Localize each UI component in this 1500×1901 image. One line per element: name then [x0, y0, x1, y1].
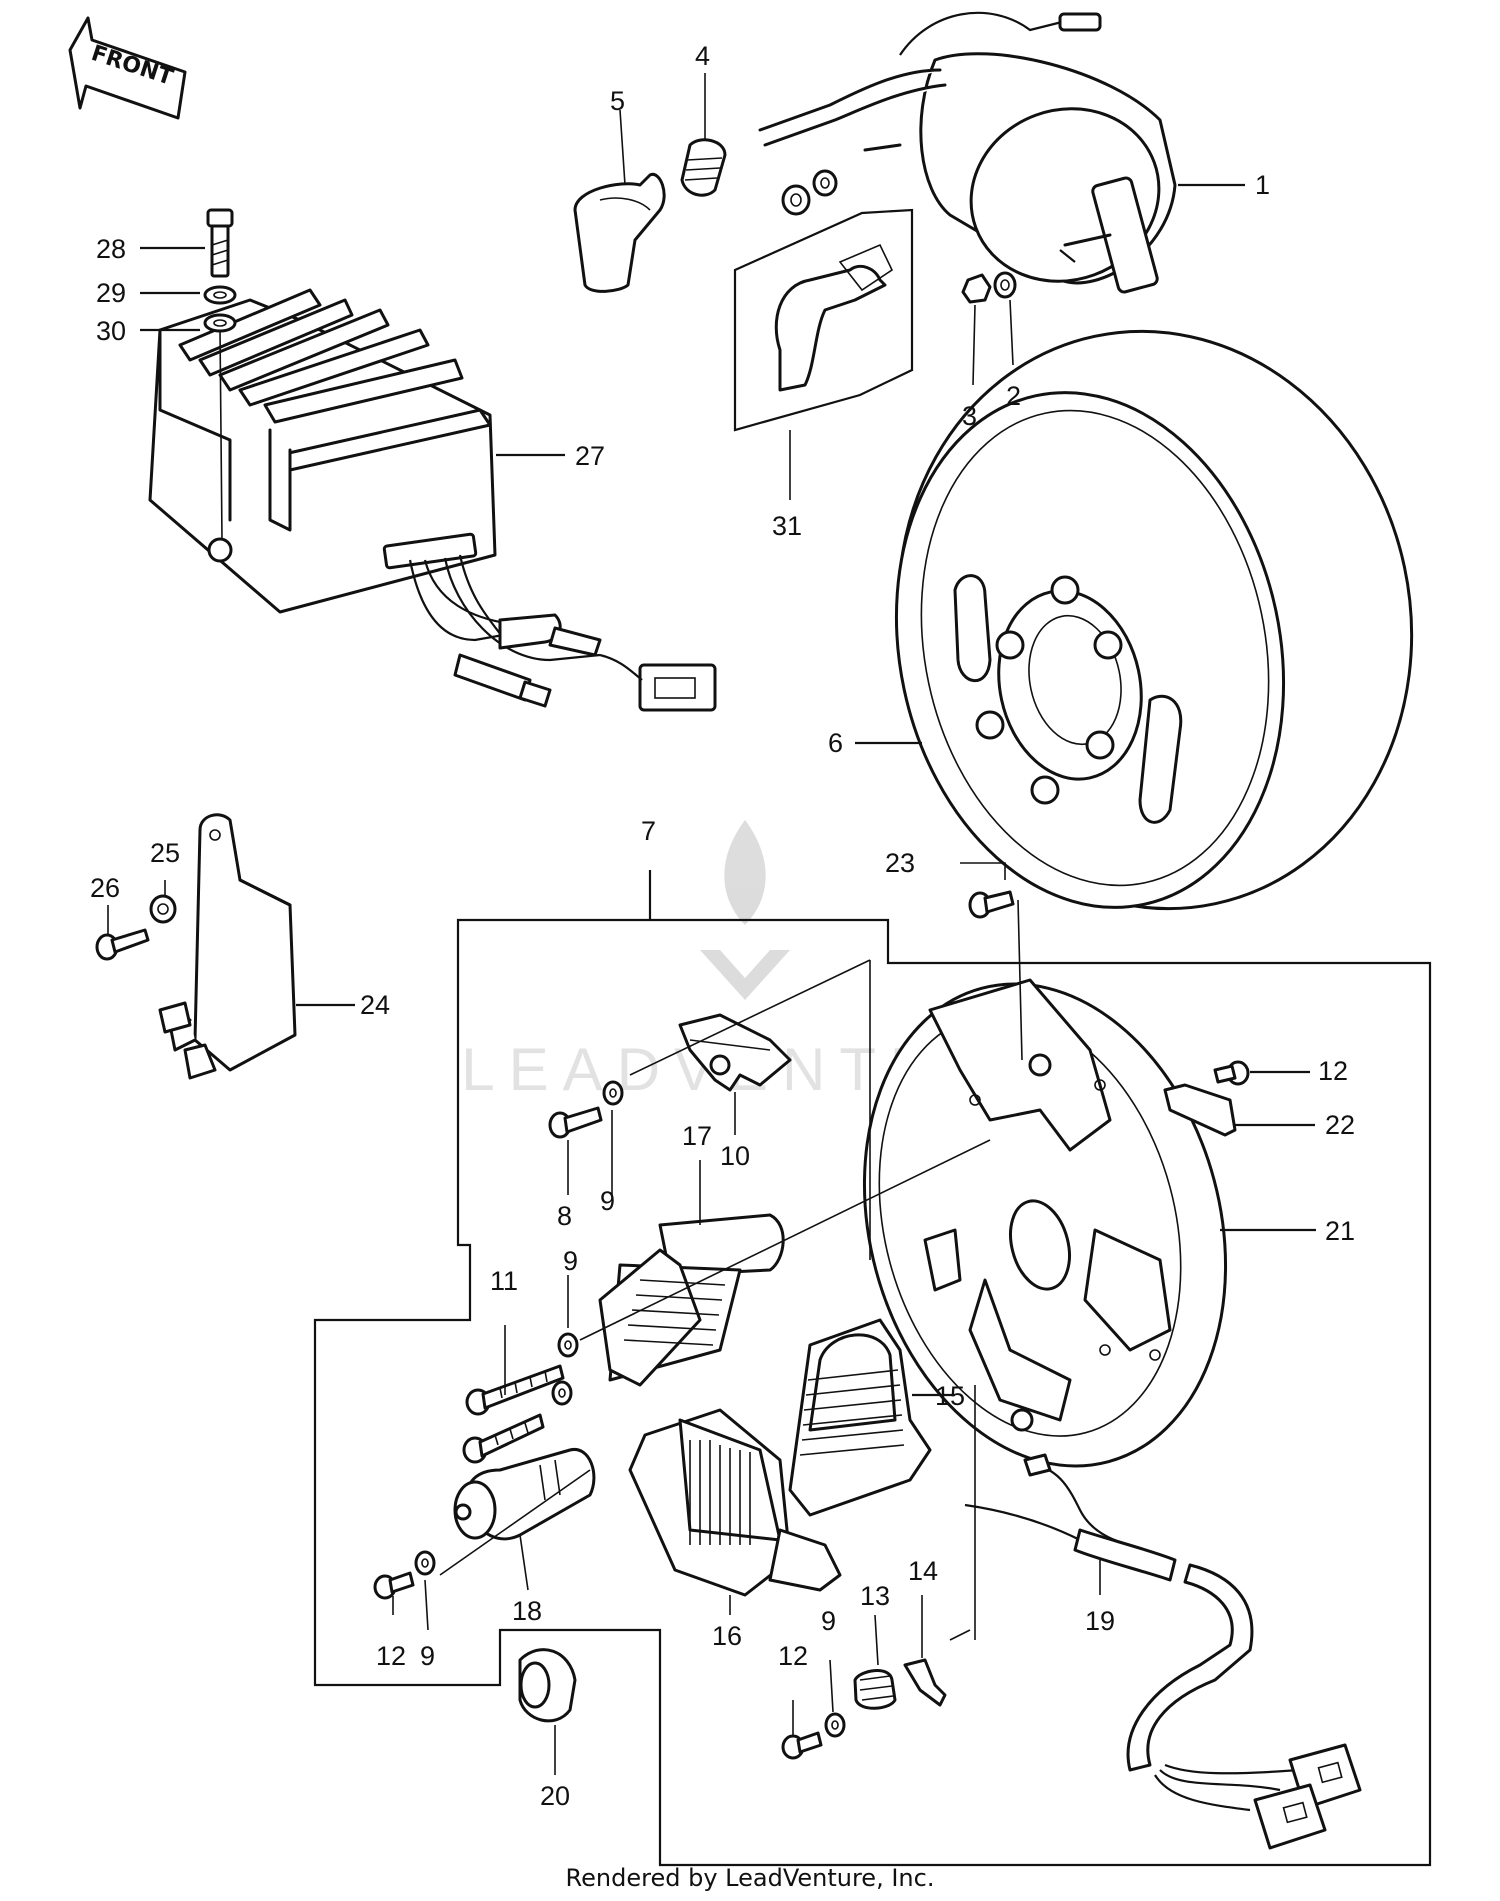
coil-15 [788, 1318, 955, 1517]
callout-4: 4 [695, 41, 710, 71]
washer-9-lower [824, 1659, 846, 1738]
callout-20: 20 [540, 1781, 570, 1811]
spark-plug-cap-5 [573, 109, 666, 293]
callout-16: 16 [712, 1621, 742, 1651]
callout-1: 1 [1255, 170, 1270, 200]
front-direction-arrow: FRONT [68, 16, 187, 120]
spring-4 [680, 73, 727, 197]
callout-19: 19 [1085, 1606, 1115, 1636]
callout-15: 15 [935, 1381, 965, 1411]
spark-plug-cap-assembly-31 [733, 208, 914, 500]
screw-12-upper [1213, 1060, 1310, 1086]
callout-6: 6 [828, 728, 843, 758]
callout-5: 5 [610, 86, 625, 116]
callout-23: 23 [885, 848, 915, 878]
stator-plate-21 [862, 978, 1316, 1468]
charging-coil-17 [579, 1139, 991, 1387]
callout-12b: 12 [376, 1641, 406, 1671]
nut-3 [961, 273, 992, 386]
callout-3: 3 [962, 401, 977, 431]
callout-22: 22 [1325, 1110, 1355, 1140]
washer-9-upper [602, 1080, 624, 1195]
grommet-20 [518, 1648, 577, 1775]
callout-13: 13 [860, 1581, 890, 1611]
screw-12-left [373, 1571, 415, 1615]
render-credit: Rendered by LeadVenture, Inc. [566, 1864, 935, 1892]
clamp-22 [1163, 1083, 1315, 1137]
pickup-coil-10 [629, 959, 871, 1260]
callout-2: 2 [1006, 381, 1021, 411]
callout-28: 28 [96, 234, 126, 264]
wire-harness-19 [964, 1453, 1362, 1850]
screw-8 [548, 1106, 603, 1195]
callout-11: 11 [490, 1266, 518, 1296]
regulator-rectifier-27 [148, 288, 717, 712]
callout-29: 29 [96, 278, 126, 308]
callout-21: 21 [1325, 1216, 1355, 1246]
bracket-14 [903, 1595, 971, 1707]
callout-30: 30 [96, 316, 126, 346]
bolt-28 [140, 208, 234, 278]
callout-8: 8 [557, 1201, 572, 1231]
washer-29 [140, 285, 237, 305]
screw-26 [95, 905, 150, 961]
callout-25: 25 [150, 838, 180, 868]
screw-11 [462, 1325, 565, 1464]
callout-18: 18 [512, 1596, 542, 1626]
washer-2 [993, 271, 1017, 366]
spring-13 [853, 1614, 897, 1710]
callout-9b: 9 [563, 1246, 578, 1276]
callout-12c: 12 [778, 1641, 808, 1671]
coil-16 [628, 1408, 842, 1615]
callout-9d: 9 [821, 1606, 836, 1636]
callout-24: 24 [360, 990, 390, 1020]
washer-30 [140, 313, 237, 333]
watermark-logo [700, 820, 790, 1000]
condenser-18 [439, 1448, 596, 1591]
callout-9a: 9 [600, 1186, 615, 1216]
callout-31: 31 [772, 511, 802, 541]
callout-9c: 9 [420, 1641, 435, 1671]
assembly-outline-7 [313, 870, 1432, 1867]
callout-17: 17 [682, 1121, 712, 1151]
callout-7: 7 [641, 816, 656, 846]
screw-12-lower [781, 1700, 823, 1760]
screw-23 [960, 862, 1023, 1061]
callout-26: 26 [90, 873, 120, 903]
callout-27: 27 [575, 441, 605, 471]
flywheel-rotor-6 [855, 329, 1414, 911]
washer-25 [149, 880, 177, 924]
ignition-coil [758, 11, 1245, 294]
callout-10: 10 [720, 1141, 750, 1171]
washer-9-middle [551, 1275, 579, 1406]
coil-mount-nuts [781, 169, 838, 216]
callout-14: 14 [908, 1556, 938, 1586]
unit-24 [158, 813, 355, 1080]
callout-12a: 12 [1318, 1056, 1348, 1086]
washer-9-left [414, 1550, 436, 1631]
